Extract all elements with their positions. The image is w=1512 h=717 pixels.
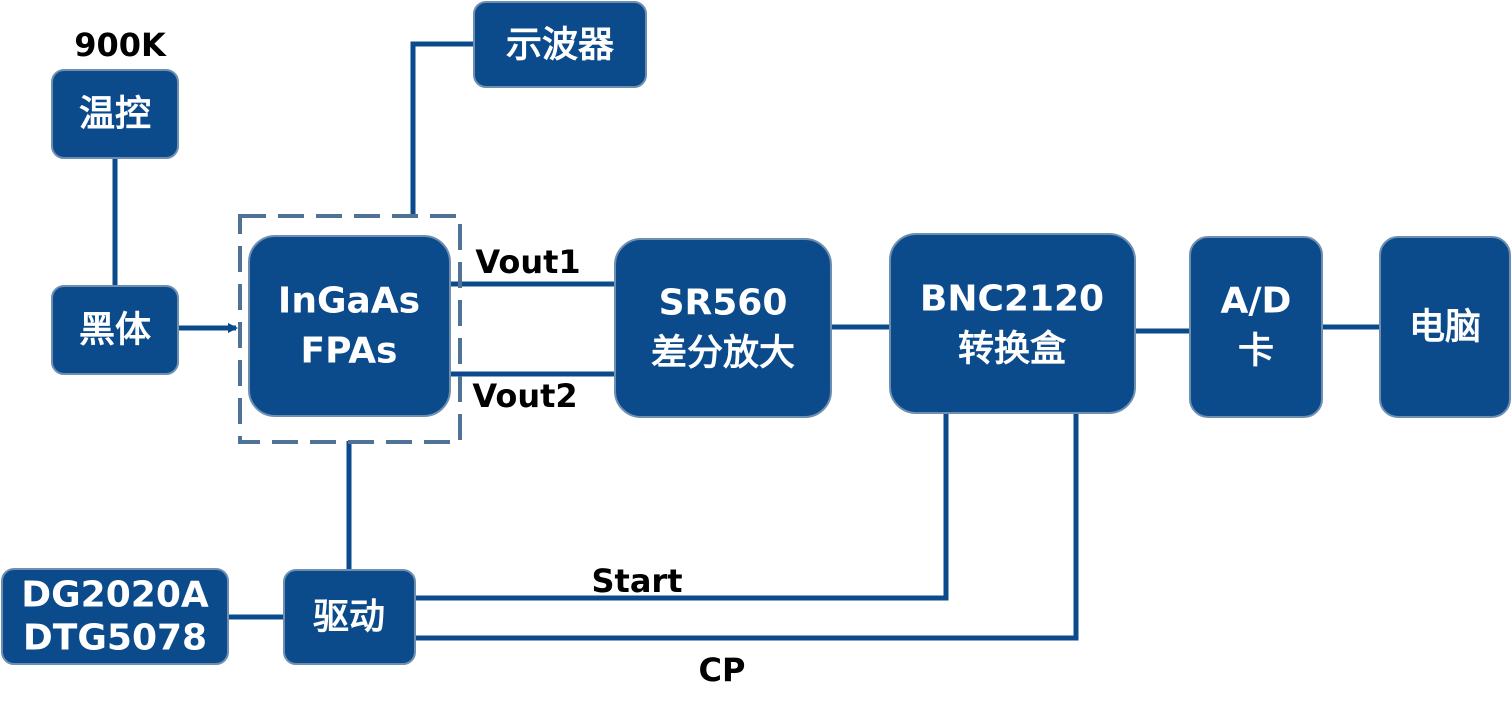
bnc-converter-block: BNC2120 转换盒 [889,233,1136,414]
generator-label-line1: DG2020A [21,575,209,616]
cp-signal-connector [415,413,1079,641]
start-label: Start [591,562,682,600]
driver-block: 驱动 [283,569,416,665]
fpa-block: InGaAs FPAs [248,235,451,417]
computer-label: 电脑 [1409,307,1481,348]
ad-card-label-line1: A/D [1221,281,1292,322]
fpa-dashed-enclosure [238,214,462,444]
differential-amplifier-block: SR560 差分放大 [614,238,832,418]
bnc-label-line2: 转换盒 [958,329,1067,370]
oscilloscope-label: 示波器 [506,25,615,66]
oscilloscope-block: 示波器 [473,1,647,88]
generator-label-line2: DTG5078 [23,618,207,659]
temperature-label: 900K [74,26,167,64]
computer-block: 电脑 [1379,236,1511,418]
cp-label: CP [699,651,746,689]
vout1-label: Vout1 [475,243,580,281]
signal-generator-block: DG2020A DTG5078 [1,568,229,665]
fpa-label-line2: FPAs [301,331,398,372]
bnc-label-line1: BNC2120 [920,279,1104,320]
amplifier-label-line2: 差分放大 [651,333,795,374]
ad-card-label-line2: 卡 [1238,331,1274,372]
vout2-label: Vout2 [472,377,577,415]
blackbody-block: 黑体 [51,285,179,375]
ad-card-block: A/D 卡 [1189,236,1323,418]
temp-control-block: 温控 [51,69,179,159]
driver-label: 驱动 [313,597,385,638]
amplifier-label-line1: SR560 [659,283,788,324]
fpa-label-line1: InGaAs [278,281,420,322]
blackbody-label: 黑体 [79,310,151,351]
fpa-to-oscilloscope-connector [410,41,474,214]
temp-control-label: 温控 [79,94,151,135]
start-signal-connector [415,413,949,601]
